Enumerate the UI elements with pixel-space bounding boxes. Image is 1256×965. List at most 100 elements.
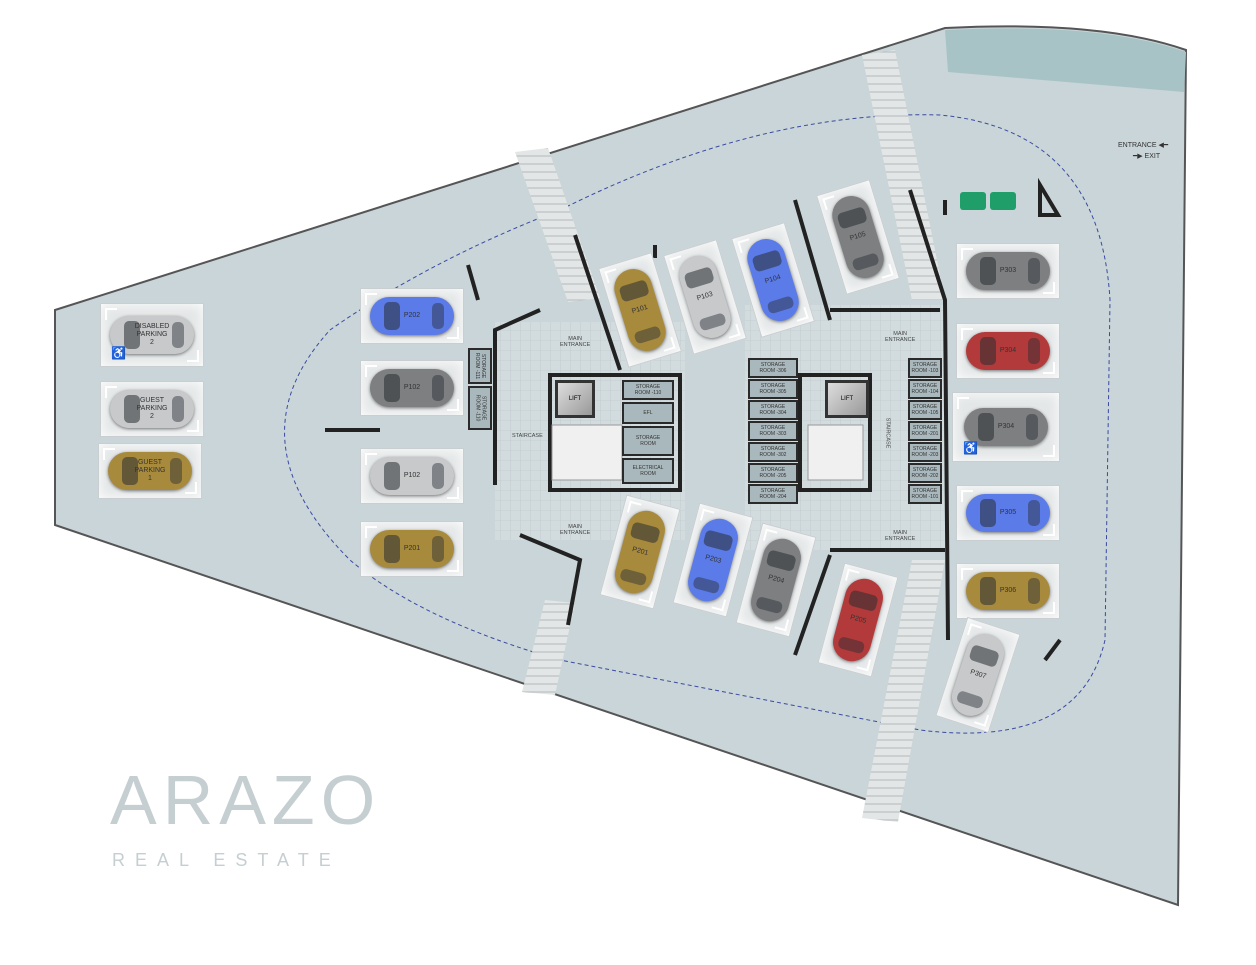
car: P205 [828, 574, 888, 666]
storage-room: STORAGE ROOM -302 [748, 442, 798, 462]
room-label: STORAGE ROOM -304 [759, 404, 787, 416]
slot-label: P205 [849, 614, 867, 626]
parking-slot-disabled-2[interactable]: DISABLED PARKING 2 ♿ [100, 303, 204, 367]
storage-room: STORAGE ROOM -304 [748, 400, 798, 420]
watermark-brand: ARAZO [110, 761, 382, 839]
disabled-icon: ♿ [963, 441, 978, 455]
parking-slot-p304-disabled[interactable]: P304♿ [952, 392, 1060, 462]
car: P306 [966, 572, 1050, 610]
slot-label: P202 [403, 312, 421, 319]
room-label: STORAGE ROOM -302 [759, 446, 787, 458]
slot-label: P101 [631, 303, 649, 316]
room-label: ELECTRICAL ROOM [632, 465, 664, 477]
room-label: STORAGE ROOM -205 [759, 467, 787, 479]
parking-slot-p201[interactable]: P201 [360, 521, 464, 577]
parking-slot-guest-2[interactable]: GUEST PARKING 2 [100, 381, 204, 437]
slot-label: P102 [403, 472, 421, 479]
main-entrance-label: MAIN ENTRANCE [885, 331, 916, 343]
room-label: STORAGE ROOM -101 [911, 488, 939, 500]
room-label: EFL [643, 410, 653, 416]
lift-label: LIFT [840, 396, 854, 402]
parking-slot-p304[interactable]: P304 [956, 323, 1060, 379]
entrance-sign: ENTRANCE ◀━ [1118, 142, 1169, 149]
slot-label: P103 [696, 290, 714, 303]
room-label: STORAGE ROOM -203 [911, 446, 939, 458]
car: P202 [370, 297, 454, 335]
parking-slot-p303[interactable]: P303 [956, 243, 1060, 299]
disabled-icon: ♿ [111, 346, 126, 360]
stairs [551, 424, 864, 481]
parking-slot-p202[interactable]: P202 [360, 288, 464, 344]
car: DISABLED PARKING 2 [110, 316, 194, 354]
staircase-label: STAIRCASE [884, 417, 891, 449]
storage-room: STORAGE ROOM -103 [908, 358, 942, 378]
room-label: STORAGE ROOM -201 [911, 425, 939, 437]
slot-label: P102 [403, 384, 421, 391]
room-label: STORAGE ROOM [635, 435, 661, 447]
car: P304 [966, 332, 1050, 370]
room-label: STORAGE ROOM -110 [634, 384, 662, 396]
storage-room: STORAGE ROOM -203 [908, 442, 942, 462]
room-label: STORAGE ROOM -111 [474, 352, 486, 380]
room-label: STORAGE ROOM -110 [474, 394, 486, 422]
storage-room: STORAGE ROOM -303 [748, 421, 798, 441]
room-label: STORAGE ROOM -103 [911, 362, 939, 374]
slot-label: P303 [999, 267, 1017, 274]
storage-room: STORAGE ROOM -201 [908, 421, 942, 441]
storage-room: STORAGE ROOM -306 [748, 358, 798, 378]
slot-label: P304 [999, 347, 1017, 354]
parking-slot-guest-1[interactable]: GUEST PARKING 1 [98, 443, 202, 499]
main-entrance-label: MAIN ENTRANCE [885, 530, 916, 542]
walkway [515, 148, 600, 302]
storage-room: STORAGE ROOM -205 [748, 463, 798, 483]
room-label: STORAGE ROOM -202 [911, 467, 939, 479]
storage-room: STORAGE ROOM -305 [748, 379, 798, 399]
slot-label: GUEST PARKING 1 [134, 459, 166, 482]
bins [960, 192, 1016, 210]
slot-label: P307 [969, 668, 988, 681]
slot-label: GUEST PARKING 2 [136, 397, 168, 420]
exit-sign: ━▶ EXIT [1133, 153, 1161, 160]
car: P304 [964, 408, 1048, 446]
storage-room: STORAGE ROOM -105 [908, 400, 942, 420]
slot-label: P203 [704, 554, 722, 566]
car: P204 [746, 534, 806, 626]
staircase-label: STAIRCASE [512, 433, 543, 439]
car: P203 [683, 514, 743, 606]
slot-label: P201 [631, 546, 649, 558]
parking-slot-p102[interactable]: P102 [360, 360, 464, 416]
walkway [522, 600, 575, 695]
slot-label: P305 [999, 509, 1017, 516]
slot-label: P204 [767, 574, 785, 586]
car: GUEST PARKING 1 [108, 452, 192, 490]
room-label: STORAGE ROOM -204 [759, 488, 787, 500]
car: P201 [370, 530, 454, 568]
storage-room: STORAGE ROOM [622, 426, 674, 456]
storage-room: STORAGE ROOM -202 [908, 463, 942, 483]
walls [325, 177, 1062, 662]
storage-room: STORAGE ROOM -104 [908, 379, 942, 399]
car: P102 [370, 369, 454, 407]
driving-route [284, 114, 1111, 734]
car: P102 [370, 457, 454, 495]
slot-label: DISABLED PARKING 2 [134, 323, 170, 346]
room-label: STORAGE ROOM -105 [911, 404, 939, 416]
parking-slot-p305[interactable]: P305 [956, 485, 1060, 541]
room-label: STORAGE ROOM -306 [759, 362, 787, 374]
parking-slot-p102-b[interactable]: P102 [360, 448, 464, 504]
slot-label: P105 [849, 230, 867, 243]
storage-room: STORAGE ROOM -101 [908, 484, 942, 504]
room-label: STORAGE ROOM -303 [759, 425, 787, 437]
slot-label: P306 [999, 587, 1017, 594]
efl-room: EFL [622, 402, 674, 424]
slot-label: P201 [403, 545, 421, 552]
car: P303 [966, 252, 1050, 290]
parking-slot-p306[interactable]: P306 [956, 563, 1060, 619]
lift: LIFT [555, 380, 595, 418]
room-label: STORAGE ROOM -305 [759, 383, 787, 395]
storage-room: STORAGE ROOM -110 [622, 380, 674, 400]
main-entrance-label: MAIN ENTRANCE [560, 336, 591, 348]
storage-room: STORAGE ROOM -110 [468, 386, 492, 430]
main-entrance-label: MAIN ENTRANCE [560, 524, 591, 536]
